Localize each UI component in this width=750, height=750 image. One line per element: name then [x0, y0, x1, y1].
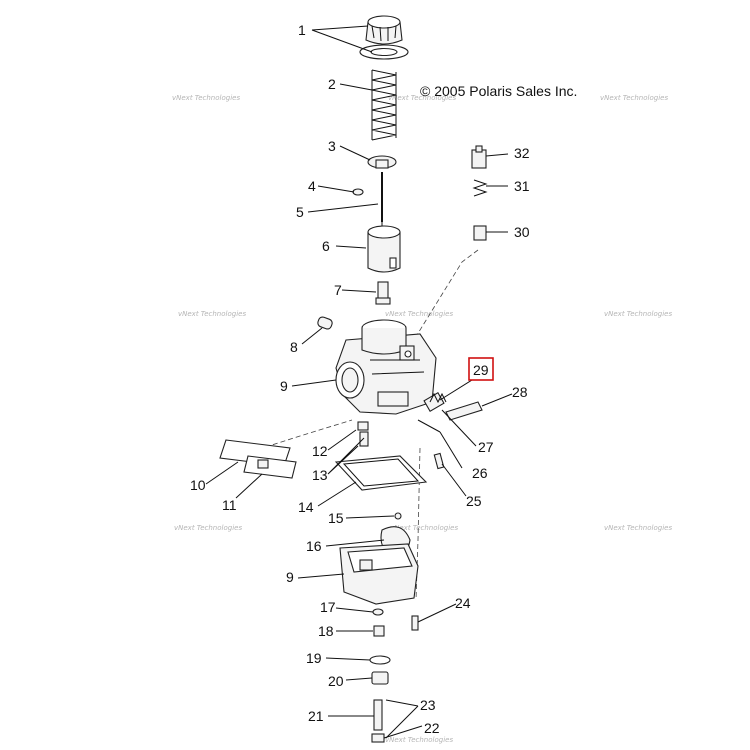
callout-4[interactable]: 4 — [308, 178, 316, 194]
callout-6[interactable]: 6 — [322, 238, 330, 254]
callout-13[interactable]: 13 — [312, 467, 328, 483]
highlight-box-29 — [468, 357, 494, 381]
part-bowl-gasket — [334, 455, 428, 491]
callout-18[interactable]: 18 — [318, 623, 334, 639]
part-e-clip — [352, 188, 364, 196]
callout-27[interactable]: 27 — [478, 439, 494, 455]
watermarks: vNext Technologies vNext Technologies vN… — [172, 94, 672, 744]
callout-32[interactable]: 32 — [514, 145, 530, 161]
callout-30[interactable]: 30 — [514, 224, 530, 240]
callout-29[interactable]: 29 — [473, 362, 489, 378]
part-gaskets-10-11 — [219, 439, 297, 479]
watermark: vNext Technologies — [174, 524, 242, 532]
callout-14[interactable]: 14 — [298, 499, 314, 515]
part-spring — [371, 69, 397, 141]
watermark: vNext Technologies — [385, 310, 453, 318]
watermark: vNext Technologies — [172, 94, 240, 102]
callout-26[interactable]: 26 — [472, 465, 488, 481]
callout-9-bowl[interactable]: 9 — [286, 569, 294, 585]
callout-16[interactable]: 16 — [306, 538, 322, 554]
part-carburetor-body — [335, 319, 437, 415]
part-jet-18 — [373, 625, 385, 637]
callout-25[interactable]: 25 — [466, 493, 482, 509]
part-tube — [373, 699, 383, 731]
watermark: vNext Technologies — [604, 310, 672, 318]
callout-11[interactable]: 11 — [222, 497, 237, 513]
callout-20[interactable]: 20 — [328, 673, 344, 689]
callout-9-body[interactable]: 9 — [280, 378, 288, 394]
watermark: vNext Technologies — [390, 524, 458, 532]
leader-lines — [205, 25, 513, 739]
part-needle-jet — [375, 281, 391, 305]
callout-21[interactable]: 21 — [308, 708, 324, 724]
part-air-screw-group — [471, 145, 488, 241]
callout-28[interactable]: 28 — [512, 384, 528, 400]
callout-12[interactable]: 12 — [312, 443, 328, 459]
part-washer-17 — [372, 608, 384, 616]
watermark: vNext Technologies — [385, 736, 453, 744]
callout-22[interactable]: 22 — [424, 720, 440, 736]
callout-17[interactable]: 17 — [320, 599, 336, 615]
copyright-notice: © 2005 Polaris Sales Inc. — [420, 83, 577, 99]
callout-24[interactable]: 24 — [455, 595, 471, 611]
callout-1[interactable]: 1 — [298, 22, 306, 38]
callout-19[interactable]: 19 — [306, 650, 322, 666]
part-plug — [317, 316, 333, 330]
part-o-ring — [369, 655, 391, 665]
part-retainer — [367, 155, 397, 169]
callout-23[interactable]: 23 — [420, 697, 436, 713]
part-idle-screw-group — [417, 392, 483, 470]
watermark: vNext Technologies — [178, 310, 246, 318]
part-clip — [371, 733, 385, 743]
part-ball — [394, 512, 402, 520]
callout-8[interactable]: 8 — [290, 339, 298, 355]
callout-10[interactable]: 10 — [190, 477, 206, 493]
part-screw-24 — [411, 615, 419, 631]
part-cap — [359, 15, 409, 60]
callout-31[interactable]: 31 — [514, 178, 530, 194]
callout-7[interactable]: 7 — [334, 282, 342, 298]
callout-2[interactable]: 2 — [328, 76, 336, 92]
part-pilot-jet — [357, 421, 369, 447]
callout-3[interactable]: 3 — [328, 138, 336, 154]
callout-labels: 1 2 3 4 5 6 7 8 9 10 11 12 13 14 15 16 9… — [190, 22, 530, 736]
part-throttle-slide — [367, 225, 401, 273]
callout-15[interactable]: 15 — [328, 510, 344, 526]
watermark: vNext Technologies — [604, 524, 672, 532]
part-float-bowl — [339, 543, 419, 605]
watermark: vNext Technologies — [600, 94, 668, 102]
watermark: vNext Technologies — [388, 94, 456, 102]
callout-5[interactable]: 5 — [296, 204, 304, 220]
part-drain-plug — [371, 671, 389, 685]
